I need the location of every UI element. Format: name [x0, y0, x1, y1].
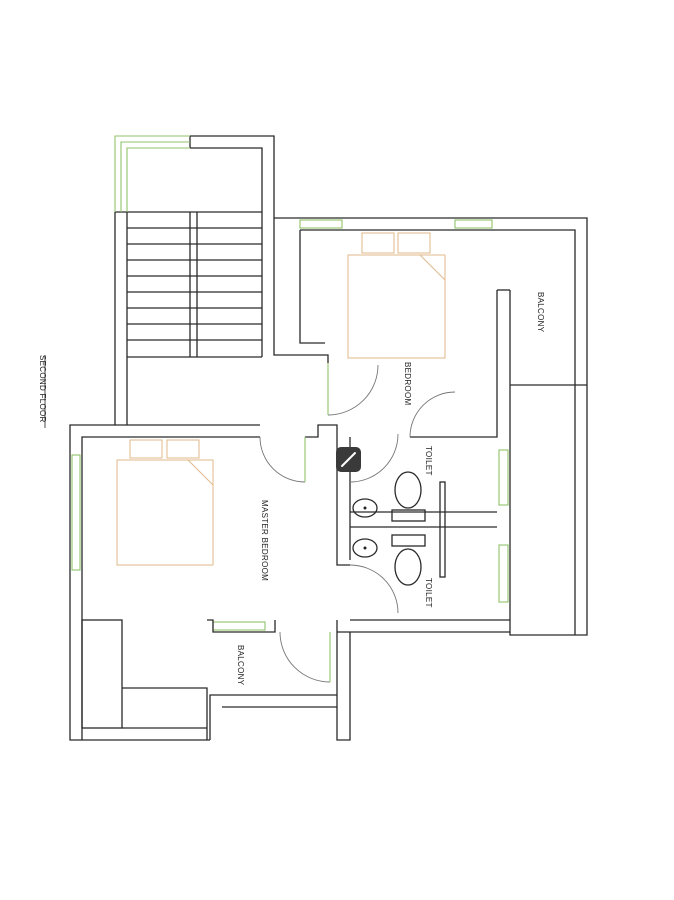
toilet-walls [336, 433, 510, 633]
master-bed [116, 439, 214, 566]
svg-text:SECOND FLOOR: SECOND FLOOR [38, 355, 47, 423]
pencil-icon [341, 452, 356, 467]
floor-title: SECOND FLOOR [38, 355, 47, 428]
balcony-bottom-label: BALCONY [236, 645, 245, 686]
stair-window [114, 135, 190, 212]
master-bedroom-label: MASTER BEDROOM [260, 500, 269, 581]
master-bedroom-walls [81, 424, 351, 741]
bedroom-label: BEDROOM [403, 362, 412, 405]
toilet-bottom-label: TOILET [424, 578, 433, 608]
edit-button[interactable] [336, 447, 361, 472]
bedroom-bed [347, 232, 446, 359]
staircase [69, 135, 275, 741]
toilet-fixtures [352, 471, 426, 586]
toilet-top-label: TOILET [424, 446, 433, 476]
balcony-right-label: BALCONY [536, 292, 545, 333]
bedroom-walls [273, 217, 588, 636]
